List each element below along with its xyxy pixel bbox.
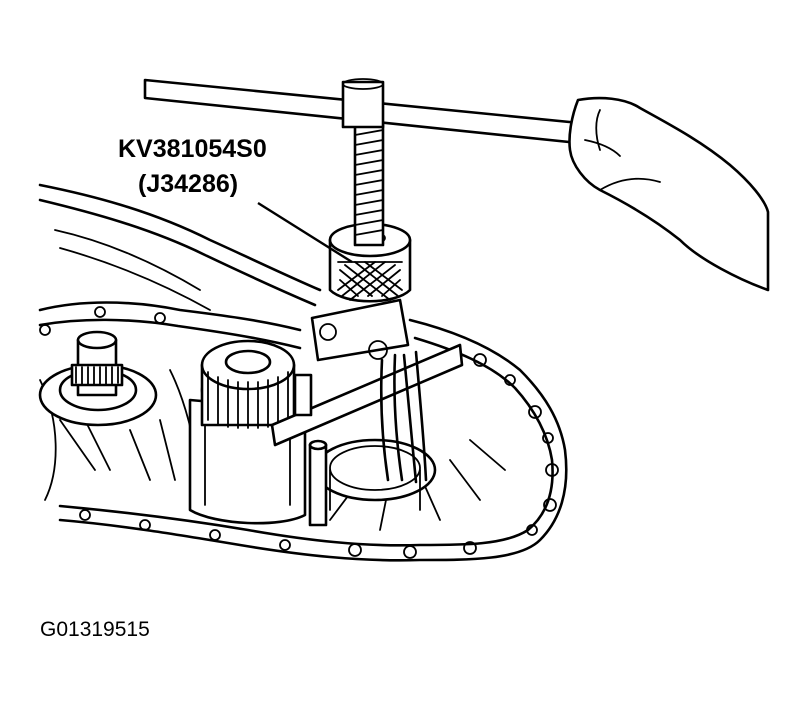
tool-alt-number-label: (J34286) xyxy=(138,170,239,198)
tool-part-number-label: KV381054S0 xyxy=(118,135,267,163)
transaxle-case-icon xyxy=(38,183,568,562)
hand-icon xyxy=(568,96,770,292)
bearing-bore-icon xyxy=(313,438,437,511)
puller-icon xyxy=(270,113,464,527)
input-shaft-icon xyxy=(38,330,158,427)
leader-line xyxy=(257,201,353,264)
figure-id-caption: G01319515 xyxy=(40,618,150,641)
